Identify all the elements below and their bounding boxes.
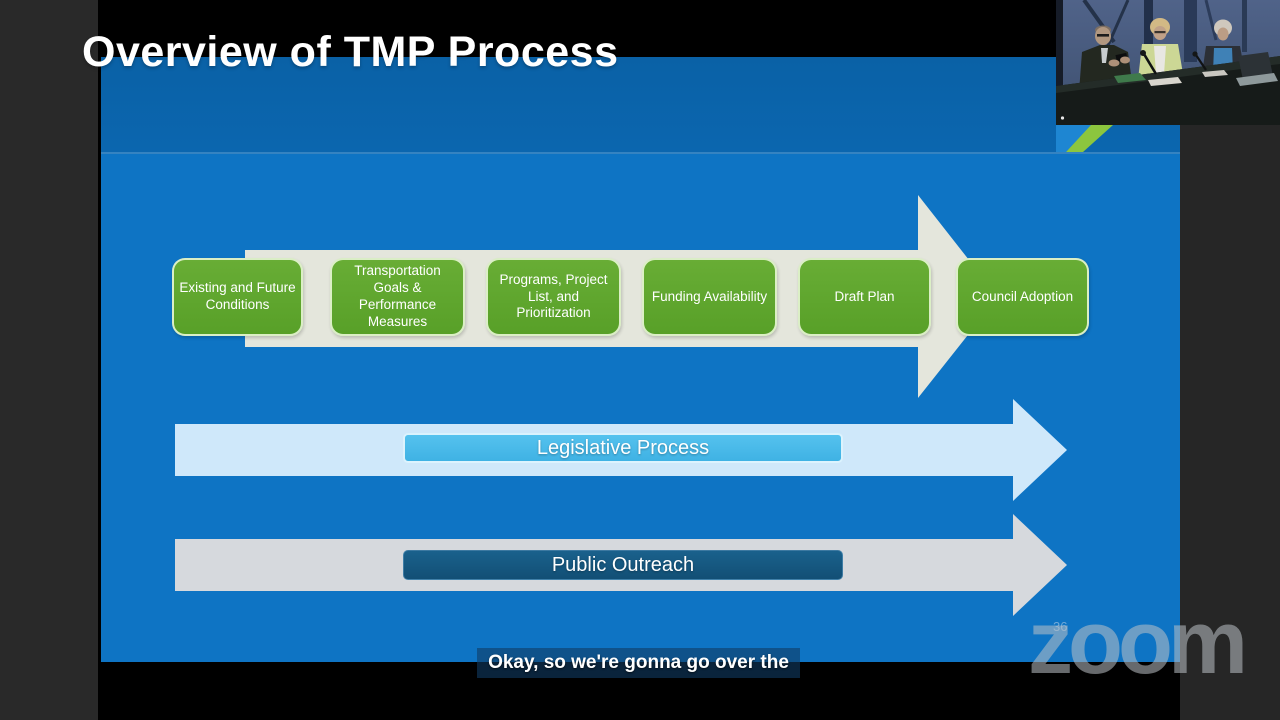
process-step-box: Existing and Future Conditions: [172, 258, 303, 336]
woman1-top: [1154, 46, 1166, 74]
zoom-watermark: zoom: [1028, 593, 1248, 693]
laptop-screen: [1238, 52, 1273, 80]
slide-title: Overview of TMP Process: [82, 28, 619, 76]
overlay-dot: [1060, 116, 1065, 120]
man-glasses: [1097, 34, 1109, 37]
process-step-box: Draft Plan: [798, 258, 931, 336]
frame-edge: [1056, 0, 1063, 125]
letterbox-left: [0, 0, 98, 720]
papers: [1202, 70, 1228, 77]
public-outreach-banner: Public Outreach: [403, 550, 843, 580]
papers: [1148, 77, 1182, 86]
green-folder: [1114, 73, 1146, 83]
woman2-head: [1217, 27, 1229, 41]
woman1-glasses: [1154, 31, 1166, 34]
frame-bar: [1242, 0, 1247, 52]
microphone: [1142, 53, 1158, 75]
webcam-scene: [1056, 0, 1280, 125]
slide-header-band: [101, 57, 1180, 154]
microphone-head: [1140, 50, 1146, 56]
table-edge-highlight: [1056, 56, 1280, 93]
frame-bar: [1184, 0, 1197, 62]
microphone: [1195, 54, 1207, 71]
slide-page-number: 36: [1053, 619, 1068, 634]
man-shirt: [1101, 48, 1108, 63]
closed-caption: Okay, so we're gonna go over the: [477, 648, 800, 678]
process-step-box: Transportation Goals & Performance Measu…: [330, 258, 465, 336]
microphone-head: [1192, 51, 1198, 57]
process-step-box: Funding Availability: [642, 258, 777, 336]
man-hand: [1120, 56, 1130, 64]
legislative-process-banner: Legislative Process: [403, 433, 843, 463]
webcam-video-thumbnail[interactable]: [1056, 0, 1280, 125]
frame-brace: [1204, 0, 1218, 41]
sidebar-dark-panel: [1180, 125, 1280, 720]
frame-bar: [1144, 0, 1153, 72]
process-step-box: Programs, Project List, and Prioritizati…: [486, 258, 621, 336]
laptop-base: [1236, 73, 1278, 86]
process-step-box: Council Adoption: [956, 258, 1089, 336]
frame-brace: [1104, 0, 1130, 51]
man-hand: [1108, 59, 1120, 67]
